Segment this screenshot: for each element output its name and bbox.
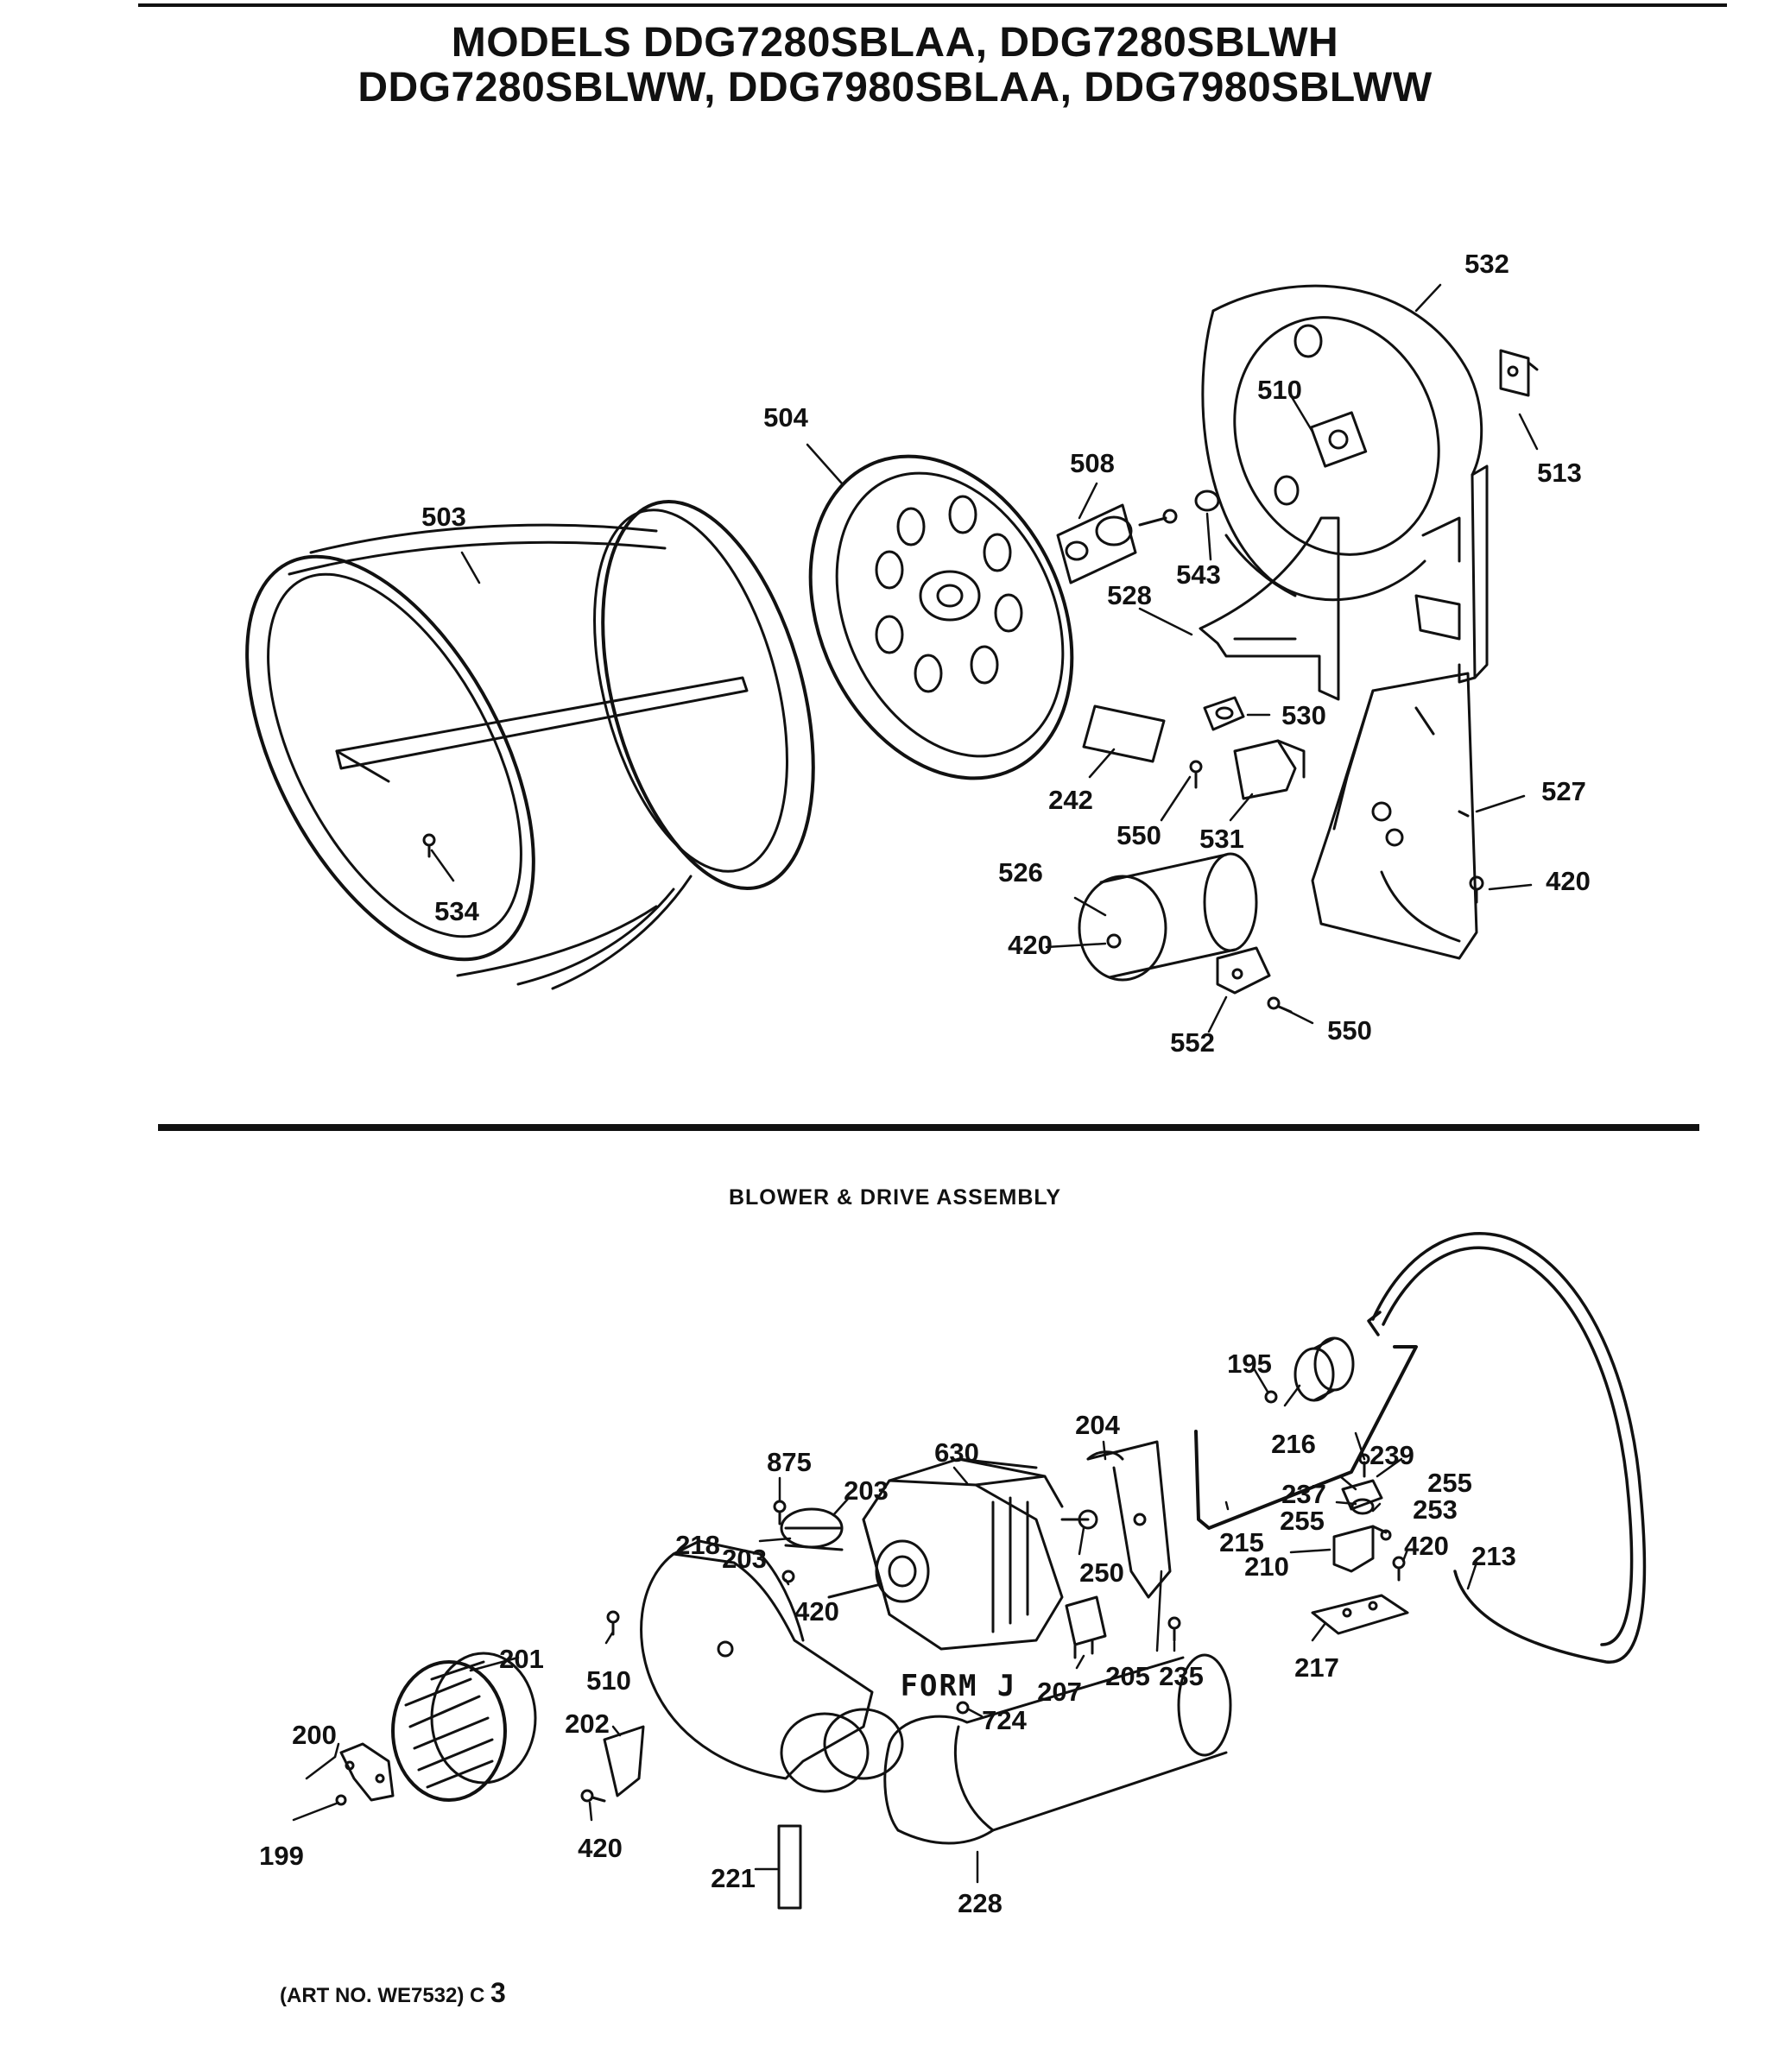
motor-630 bbox=[827, 1457, 1098, 1651]
form-j-label: FORM J bbox=[900, 1669, 1017, 1703]
part-label-724: 724 bbox=[982, 1705, 1027, 1735]
screw-550 bbox=[1189, 760, 1203, 789]
part-label-213: 213 bbox=[1471, 1541, 1516, 1571]
part-label-218: 218 bbox=[675, 1530, 720, 1560]
thermal-fuse-513 bbox=[1499, 349, 1539, 397]
screw-253 bbox=[1380, 1529, 1392, 1541]
part-label-200: 200 bbox=[292, 1720, 337, 1750]
part-label-420-duct: 420 bbox=[1546, 866, 1591, 896]
switch-207 bbox=[1065, 1595, 1107, 1659]
screw-420-left bbox=[781, 1570, 795, 1583]
part-label-508: 508 bbox=[1070, 448, 1115, 478]
heater-bracket-528 bbox=[1199, 516, 1340, 701]
part-label-217: 217 bbox=[1294, 1652, 1339, 1683]
screw-420-lower-right bbox=[1392, 1556, 1406, 1582]
title-line-2: DDG7280SBLWW, DDG7980SBLAA, DDG7980SBLWW bbox=[357, 65, 1433, 111]
idler-arm-215 bbox=[1194, 1345, 1418, 1530]
seal-221 bbox=[777, 1824, 802, 1910]
section-divider bbox=[158, 1124, 1699, 1131]
top-rule bbox=[138, 3, 1727, 7]
clip-724 bbox=[956, 1701, 970, 1715]
part-label-250: 250 bbox=[1079, 1557, 1124, 1588]
part-label-513: 513 bbox=[1537, 458, 1582, 488]
part-label-207: 207 bbox=[1037, 1677, 1082, 1707]
blower-clip-202 bbox=[603, 1725, 645, 1797]
part-label-550: 550 bbox=[1116, 820, 1161, 850]
title-line-1: MODELS DDG7280SBLAA, DDG7280SBLWH bbox=[451, 20, 1339, 66]
screw-235 bbox=[1167, 1616, 1181, 1642]
art-number-suffix: 3 bbox=[490, 1977, 506, 2008]
art-number-text: (ART NO. WE7532) C bbox=[280, 1984, 485, 2007]
part-label-204: 204 bbox=[1075, 1410, 1120, 1440]
heater-duct-527 bbox=[1311, 672, 1478, 960]
part-label-875: 875 bbox=[767, 1447, 812, 1477]
part-label-543: 543 bbox=[1176, 559, 1221, 590]
part-label-420-motor: 420 bbox=[794, 1596, 839, 1627]
part-label-237: 237 bbox=[1281, 1479, 1326, 1509]
part-label-255-lower: 255 bbox=[1280, 1506, 1325, 1536]
part-label-205: 205 bbox=[1105, 1661, 1150, 1691]
part-label-221: 221 bbox=[711, 1863, 756, 1893]
part-label-242: 242 bbox=[1048, 785, 1093, 815]
blower-wheel-201 bbox=[391, 1652, 537, 1802]
part-label-504: 504 bbox=[763, 402, 808, 433]
blower-housing-218 bbox=[640, 1539, 904, 1793]
bracket-210 bbox=[1332, 1525, 1388, 1573]
switch-bracket-217 bbox=[1311, 1594, 1409, 1635]
part-label-528: 528 bbox=[1107, 580, 1152, 610]
part-label-526: 526 bbox=[998, 857, 1043, 888]
part-label-420-bracket: 420 bbox=[1404, 1531, 1449, 1561]
part-label-253: 253 bbox=[1413, 1494, 1458, 1525]
part-label-216: 216 bbox=[1271, 1429, 1316, 1459]
part-label-215: 215 bbox=[1219, 1527, 1264, 1557]
rear-panel-532 bbox=[1201, 284, 1489, 684]
bearing-parts-508-543 bbox=[1056, 490, 1220, 584]
art-number: (ART NO. WE7532) C 3 bbox=[280, 1977, 506, 2009]
part-label-195: 195 bbox=[1227, 1349, 1272, 1379]
part-label-255-upper: 255 bbox=[1427, 1468, 1472, 1498]
part-label-503: 503 bbox=[421, 502, 466, 532]
part-label-534: 534 bbox=[434, 896, 479, 926]
part-label-420-capacitor: 420 bbox=[1008, 930, 1053, 960]
part-label-550-lower: 550 bbox=[1327, 1015, 1372, 1045]
part-label-420-blower: 420 bbox=[578, 1833, 623, 1863]
drum-503 bbox=[245, 500, 815, 990]
drive-belt-213 bbox=[1367, 1231, 1647, 1664]
screw-199 bbox=[335, 1794, 347, 1806]
part-label-630: 630 bbox=[934, 1437, 979, 1468]
part-label-228: 228 bbox=[958, 1888, 1003, 1918]
part-label-532: 532 bbox=[1464, 249, 1509, 279]
screw-420-right bbox=[1469, 875, 1484, 904]
part-label-530: 530 bbox=[1281, 700, 1326, 730]
idler-pulley-216 bbox=[1293, 1336, 1355, 1402]
part-label-510-lower: 510 bbox=[586, 1665, 631, 1696]
part-label-531: 531 bbox=[1199, 824, 1244, 854]
lower-leader-lines bbox=[292, 1367, 1478, 1884]
part-label-199: 199 bbox=[259, 1841, 304, 1871]
motor-capacitor-526 bbox=[1078, 852, 1258, 982]
rear-drum-bulkhead-504 bbox=[808, 454, 1074, 780]
heater-parts-530-531 bbox=[1203, 696, 1306, 800]
connector-552 bbox=[1216, 946, 1271, 995]
part-label-202: 202 bbox=[565, 1709, 610, 1739]
part-label-239: 239 bbox=[1369, 1440, 1414, 1470]
motor-clamp-203 bbox=[780, 1507, 844, 1551]
part-label-203-upper: 203 bbox=[844, 1475, 889, 1506]
part-label-201: 201 bbox=[499, 1644, 544, 1674]
part-label-510: 510 bbox=[1257, 375, 1302, 405]
exhaust-duct-228 bbox=[883, 1653, 1232, 1845]
upper-leader-lines bbox=[430, 283, 1539, 1033]
part-label-552: 552 bbox=[1170, 1027, 1215, 1058]
part-label-235: 235 bbox=[1159, 1661, 1204, 1691]
screw-195 bbox=[1264, 1390, 1278, 1404]
part-label-210: 210 bbox=[1244, 1551, 1289, 1582]
label-card-242 bbox=[1082, 704, 1166, 763]
part-label-203-lower: 203 bbox=[722, 1544, 767, 1574]
section-title-blower-drive: BLOWER & DRIVE ASSEMBLY bbox=[728, 1185, 1062, 1210]
part-label-527: 527 bbox=[1541, 776, 1586, 806]
screw-420-lower-left bbox=[580, 1789, 606, 1803]
bracket-200 bbox=[339, 1742, 395, 1802]
